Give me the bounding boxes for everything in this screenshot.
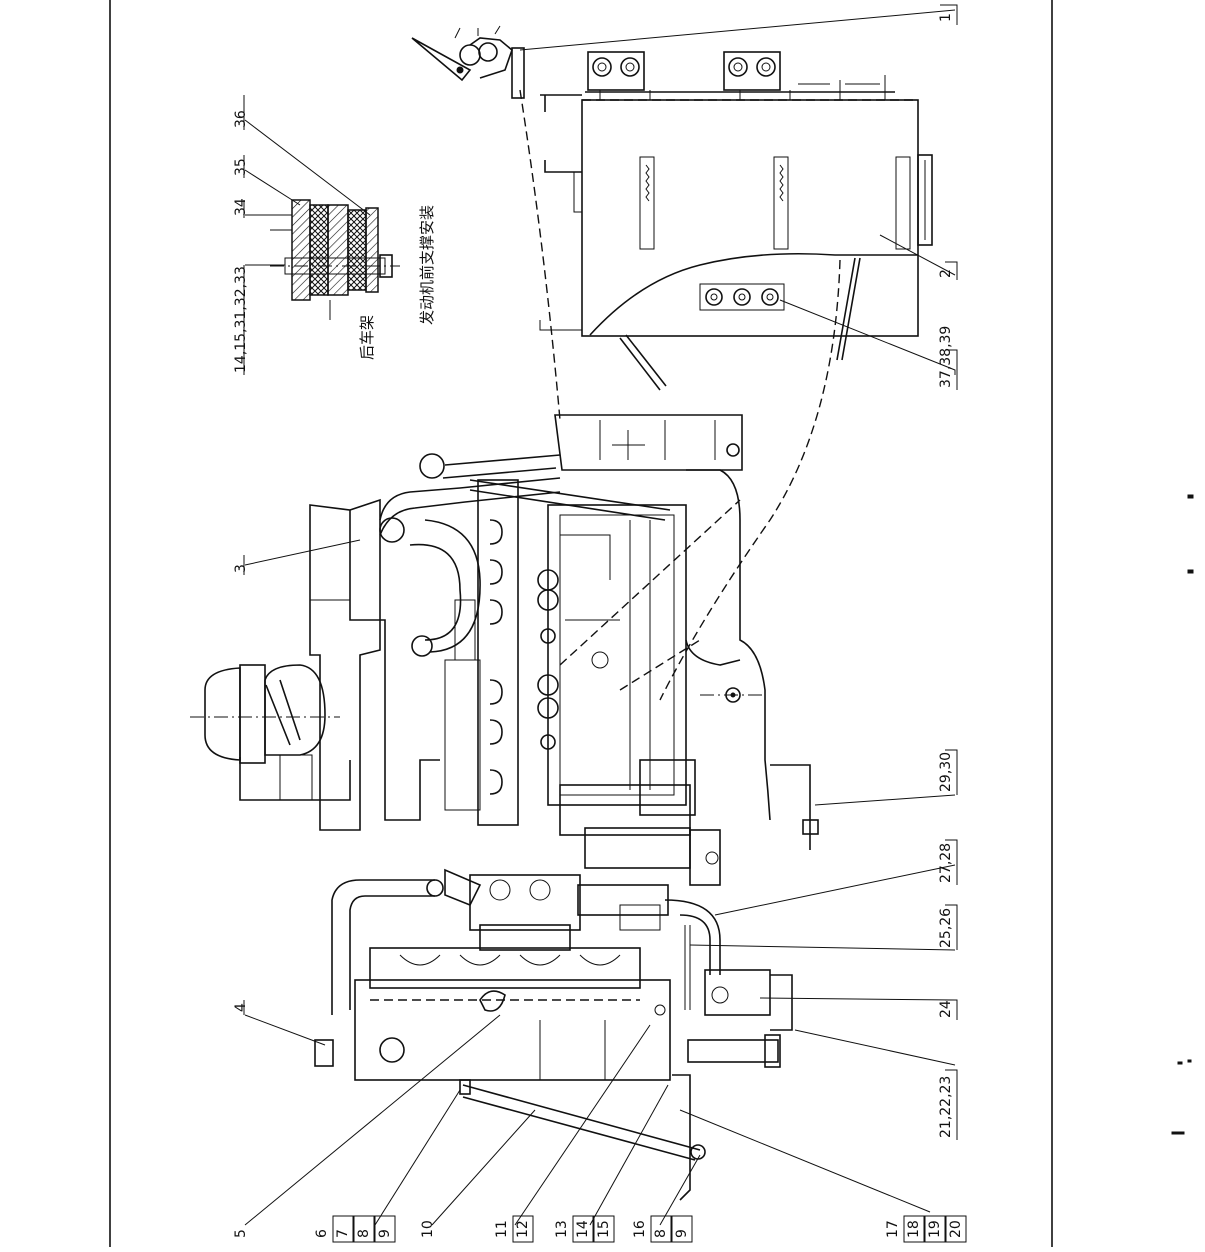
stack-label-item: 8 <box>653 1229 669 1238</box>
stack-label-item: 13 <box>554 1220 570 1238</box>
label-35: 35 <box>233 158 249 176</box>
stack-label-item: 7 <box>335 1229 351 1238</box>
tank-mount-brackets <box>585 51 895 100</box>
stack-label-item: 6 <box>314 1229 330 1238</box>
label-25-26: 25,26 <box>938 908 954 948</box>
stack-label-box <box>945 1215 967 1243</box>
label-27-28: 27,28 <box>938 843 954 883</box>
label-5: 5 <box>233 1229 249 1238</box>
label-2: 2 <box>938 269 954 278</box>
label-29-30: 29,30 <box>938 752 954 792</box>
stack-label-item: 8 <box>356 1229 372 1238</box>
rear-frame-outline-dashed <box>519 89 561 421</box>
engine-block <box>537 469 771 886</box>
label-1: 1 <box>938 13 954 22</box>
tank-support-bolts <box>699 283 785 311</box>
flywheel-housing <box>309 498 440 831</box>
stack-label-box <box>924 1215 946 1243</box>
stack-label-box <box>353 1215 375 1243</box>
stack-label-item: 9 <box>674 1229 690 1238</box>
lower-support-bar <box>459 1074 706 1201</box>
stack-label-box <box>650 1215 672 1243</box>
stack-label-box <box>374 1215 396 1243</box>
tank-lower-brace <box>619 334 667 391</box>
lower-hose <box>664 899 793 1068</box>
stack-label-item: 14 <box>575 1220 591 1238</box>
label-36: 36 <box>233 110 249 128</box>
pedal-linkage <box>411 25 525 99</box>
label-4: 4 <box>233 1003 249 1012</box>
stack-label-box <box>671 1215 693 1243</box>
engine-dashed-linkage-2 <box>619 639 701 691</box>
label-3: 3 <box>233 564 249 573</box>
water-pump <box>469 874 669 951</box>
turbo-intake-pipes <box>379 453 671 657</box>
leader-lines <box>243 4 958 1226</box>
stack-label-box <box>572 1215 594 1243</box>
stack-label-item: 17 <box>885 1220 901 1238</box>
stack-label-box <box>512 1215 534 1243</box>
tank-side-brace <box>836 257 861 361</box>
label-21-22-23: 21,22,23 <box>938 1076 954 1138</box>
exhaust-manifold <box>444 479 519 826</box>
fuel-line <box>770 764 811 850</box>
air-cleaner <box>190 664 351 801</box>
label-10: 10 <box>420 1220 436 1238</box>
stack-label-item: 15 <box>596 1220 612 1238</box>
detail-caption: 发动机前支撑安装 <box>418 205 436 325</box>
stack-label-item: 9 <box>377 1229 393 1238</box>
stack-label-item: 18 <box>906 1220 922 1238</box>
front-support-detail <box>270 199 400 320</box>
stack-label-item: 12 <box>515 1220 531 1238</box>
radiator <box>314 947 671 1081</box>
engine-dashed-linkage <box>559 499 741 666</box>
fuel-line-fitting <box>802 819 819 835</box>
margin-marks <box>1171 494 1194 1135</box>
label-14-15-31-32-33: 14,15,31,32,33 <box>233 266 249 373</box>
stack-label-box <box>593 1215 615 1243</box>
label-24: 24 <box>938 1000 954 1018</box>
front-bracket-plate <box>554 414 743 471</box>
stack-label-item: 19 <box>927 1220 943 1238</box>
stack-label-box <box>903 1215 925 1243</box>
fuel-tank <box>539 94 933 337</box>
label-37-38-39: 37,38,39 <box>938 326 954 388</box>
stack-label-item: 20 <box>948 1220 964 1238</box>
stack-label-item: 16 <box>632 1220 648 1238</box>
stack-label-box <box>332 1215 354 1243</box>
label-34: 34 <box>233 198 249 216</box>
stack-label-item: 11 <box>494 1220 510 1238</box>
detail-frame-label: 后车架 <box>358 315 376 360</box>
fender-outline-dashed <box>659 259 841 701</box>
